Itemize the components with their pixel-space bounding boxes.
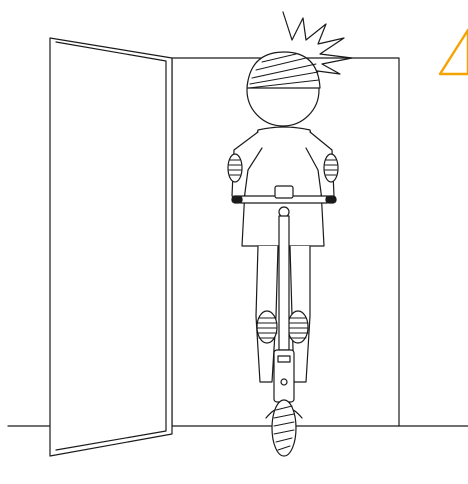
open-door-panel bbox=[49, 37, 173, 457]
scooter-wheel bbox=[271, 399, 297, 457]
warning-triangle-icon bbox=[438, 28, 468, 76]
elbow-pad-icon bbox=[323, 153, 339, 183]
knee-pad-icon bbox=[287, 310, 309, 344]
helmet-icon bbox=[246, 51, 321, 89]
scooter bbox=[231, 185, 337, 457]
scooter-display bbox=[274, 185, 294, 199]
impact-burst-icon bbox=[282, 11, 353, 75]
scooter-deck bbox=[273, 349, 295, 403]
elbow-pad-icon bbox=[227, 153, 243, 183]
knee-pad-icon bbox=[256, 310, 278, 344]
scooter-stem bbox=[278, 215, 290, 351]
